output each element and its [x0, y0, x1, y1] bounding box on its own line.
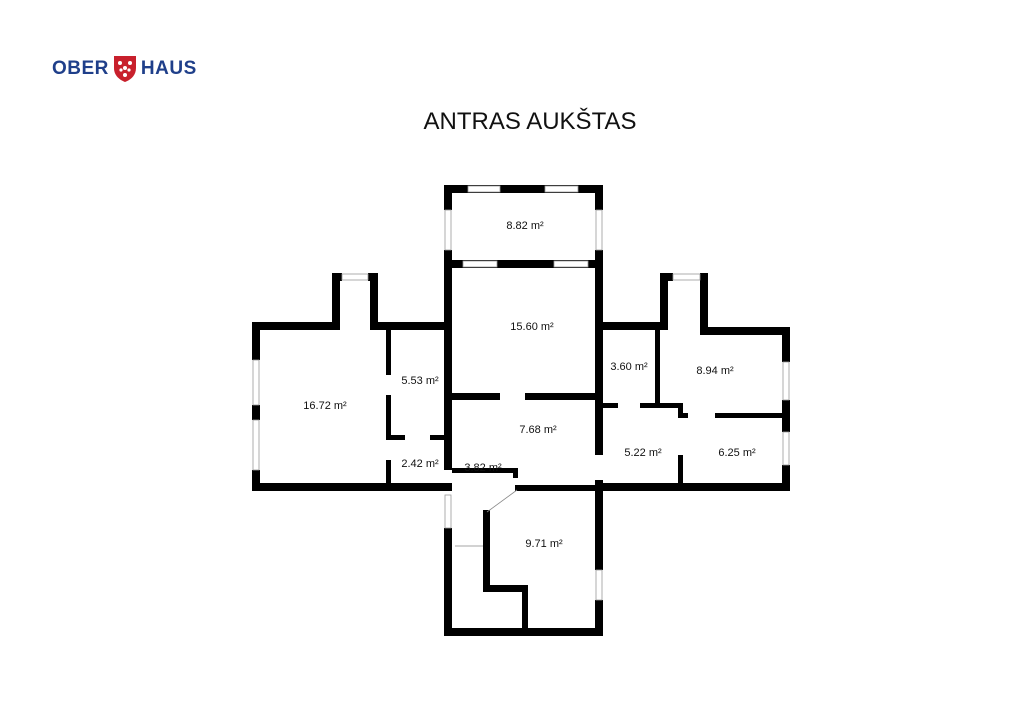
room-area-label: 6.25 m² [718, 447, 756, 459]
room-area-label: 2.42 m² [401, 458, 439, 470]
doors [455, 489, 518, 547]
logo-text-left: OBER [52, 58, 109, 79]
shield-icon [113, 56, 136, 82]
room-area-label: 8.94 m² [696, 365, 734, 377]
room-area-label: 5.22 m² [624, 447, 662, 459]
windows [252, 185, 790, 601]
room-area-label: 8.82 m² [506, 220, 544, 232]
room-area-label: 7.68 m² [519, 424, 557, 436]
floor-title: ANTRAS AUKŠTAS [423, 108, 637, 135]
room-area-label: 9.71 m² [525, 538, 563, 550]
room-area-label: 5.53 m² [401, 375, 439, 387]
room-area-label: 16.72 m² [303, 400, 347, 412]
room-area-label: 3.82 m² [464, 462, 502, 474]
ober-haus-logo: OBER HAUS [52, 55, 197, 83]
logo-text-right: HAUS [140, 58, 197, 79]
walls [252, 185, 790, 636]
room-area-label: 3.60 m² [610, 361, 648, 373]
room-area-label: 15.60 m² [510, 321, 554, 333]
